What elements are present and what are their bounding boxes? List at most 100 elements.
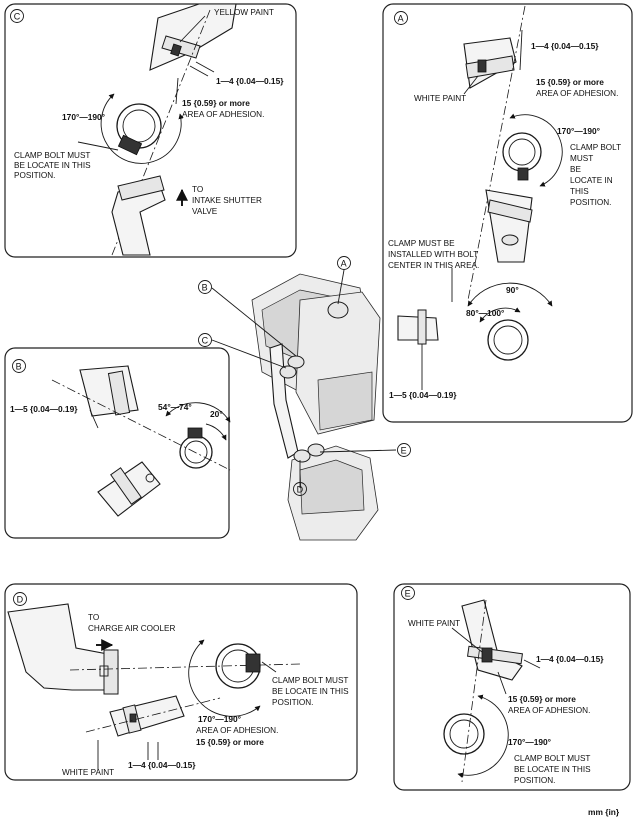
panel-c-gap-dim <box>195 61 215 73</box>
panel-e-upper-clamp <box>467 645 523 665</box>
engine-hose-joint-e <box>307 443 325 457</box>
leader-e <box>319 449 397 453</box>
panel-c-frame <box>4 3 297 258</box>
engine-hose-joint-c <box>279 365 297 379</box>
engine-hose-joint-a <box>327 301 349 319</box>
panel-e-centerline <box>461 599 487 783</box>
engine-callout-d-letter: D <box>297 484 304 494</box>
panel-a-paint-leader <box>463 75 479 95</box>
panel-a-pipe-port <box>501 234 519 246</box>
panel-b-hose-end <box>184 440 208 464</box>
engine-callout-b-circle <box>198 280 212 294</box>
engine-hose-joint-d <box>293 449 311 463</box>
panel-c-angle-arc <box>100 93 184 164</box>
panel-c: C YELLOW PAINT 1—4 {0.04—0.15} 15 {0.59}… <box>4 3 297 258</box>
panel-a-angle-arc <box>509 113 563 187</box>
panel-d-clamp-note-2: BE LOCATE IN THIS <box>272 687 349 696</box>
panel-a-install-note-1: CLAMP MUST BE <box>388 239 455 248</box>
panel-c-centerline <box>111 9 211 256</box>
panel-e-overlap-label: 15 {0.59} or more <box>508 694 576 704</box>
panel-a: A 1—4 {0.04—0.15} 15 {0.59} or more AREA… <box>382 3 633 423</box>
panel-a-angle-range-arc <box>479 307 521 323</box>
callout-b-letter: B <box>16 361 22 371</box>
panel-d-gap-label: 1—4 {0.04—0.15} <box>128 760 196 770</box>
panel-b-lower-clamp <box>110 467 142 505</box>
panel-e-gap-dim <box>523 659 541 669</box>
panel-a-install-note-2: INSTALLED WITH BOLT <box>388 250 478 259</box>
panel-a-clamp-note-3: BE <box>570 165 581 174</box>
engine-assembly: A B C D E <box>198 256 411 541</box>
panel-c-paint-leader <box>179 15 206 43</box>
panel-e-paint-label: WHITE PAINT <box>408 619 460 628</box>
panel-e-clamp-note-2: BE LOCATE IN THIS <box>514 765 591 774</box>
panel-c-overlap-label: 15 {0.59} or more <box>182 98 250 108</box>
panel-a-angle-range: 80°—100° <box>466 308 504 318</box>
panel-a-upper-clamp <box>465 55 515 79</box>
callout-e-letter: E <box>405 588 411 598</box>
panel-b-clamp-bolt <box>187 427 203 439</box>
panel-e-frame <box>393 583 631 791</box>
panel-a-angle-90-arc <box>467 282 553 307</box>
engine-cooler-fins <box>299 459 365 515</box>
callout-e-circle <box>401 586 415 600</box>
panel-d-paint-mark <box>129 713 137 723</box>
panel-c-clamp-note-3: POSITION. <box>14 171 55 180</box>
panel-d-overlap-note: AREA OF ADHESION. <box>196 726 278 735</box>
panel-b-angle-small: 20° <box>210 409 223 419</box>
panel-a-overlap-label: 15 {0.59} or more <box>536 77 604 87</box>
panel-a-clamp-note-2: MUST <box>570 154 593 163</box>
panel-d-frame <box>4 583 358 781</box>
panel-d-overlap-label: 15 {0.59} or more <box>196 737 264 747</box>
panel-b: B 1—5 {0.04—0.19} 54°—74° 20° <box>4 347 231 539</box>
callout-c-circle <box>10 9 24 23</box>
panel-d-clamp-leader <box>261 661 277 673</box>
panel-c-overlap-note: AREA OF ADHESION. <box>182 110 264 119</box>
panel-a-gap-dim <box>519 29 523 71</box>
callout-b-circle <box>12 359 26 373</box>
panel-a-paint-label: WHITE PAINT <box>414 94 466 103</box>
panel-a-clamp-note-6: POSITION. <box>570 198 611 207</box>
panel-e-gap-label: 1—4 {0.04—0.15} <box>536 654 604 664</box>
panel-d-direction-2: CHARGE AIR COOLER <box>88 624 175 633</box>
panel-c-direction-2: INTAKE SHUTTER <box>192 196 262 205</box>
panel-c-clamp-leader <box>77 141 119 151</box>
engine-callout-e-letter: E <box>401 445 407 455</box>
panel-d-clamp-bolt <box>245 653 261 673</box>
panel-a-overlap-note: AREA OF ADHESION. <box>536 89 618 98</box>
panel-a-angle-90: 90° <box>506 285 519 295</box>
callout-a-letter: A <box>398 13 404 23</box>
panel-e-overlap-leader <box>497 671 507 695</box>
panel-a-gap-label: 1—4 {0.04—0.15} <box>531 41 599 51</box>
panel-c-paint-mark <box>170 43 182 57</box>
panel-c-angle-label: 170°—190° <box>62 112 105 122</box>
panel-b-gap-label: 1—5 {0.04—0.19} <box>10 404 78 414</box>
panel-d-centerline <box>69 663 301 671</box>
panel-a-clamp-bolt <box>517 167 529 181</box>
engine-callout-e-circle <box>397 443 411 457</box>
panel-e-paint-leader <box>451 627 483 653</box>
panel-e: E WHITE PAINT 1—4 {0.04—0.15} 15 {0.59} … <box>393 583 631 791</box>
units-label: mm {in} <box>588 807 620 817</box>
callout-d-circle <box>13 592 27 606</box>
panel-d-clamp-note-1: CLAMP BOLT MUST <box>272 676 348 685</box>
engine-callout-a-letter: A <box>341 258 347 268</box>
panel-d-elbow-clamp <box>103 649 119 695</box>
panel-a-gap-lower: 1—5 {0.04—0.19} <box>389 390 457 400</box>
panel-c-clamp-bolt <box>117 134 143 156</box>
engine-callout-d-circle <box>293 482 307 496</box>
panel-e-angle-arc <box>457 694 509 778</box>
panel-c-lower-clamp <box>117 175 165 201</box>
panel-c-clamp-note-1: CLAMP BOLT MUST <box>14 151 90 160</box>
panel-c-gap-label: 1—4 {0.04—0.15} <box>216 76 284 86</box>
panel-c-direction-3: VALVE <box>192 207 218 216</box>
panel-d-elbow-tab <box>99 665 109 677</box>
panel-d-clamp-note-3: POSITION. <box>272 698 313 707</box>
panel-a-clamp-note-4: LOCATE IN <box>570 176 613 185</box>
panel-b-centerline <box>51 379 231 471</box>
engine-callout-a-circle <box>337 256 351 270</box>
panel-a-mid-clamp <box>487 199 533 223</box>
panel-a-install-note-3: CENTER IN THIS AREA. <box>388 261 479 270</box>
panel-b-angle-arc <box>165 402 231 423</box>
panel-b-gap-dim <box>89 409 99 429</box>
panel-d-direction-1: TO <box>88 613 99 622</box>
